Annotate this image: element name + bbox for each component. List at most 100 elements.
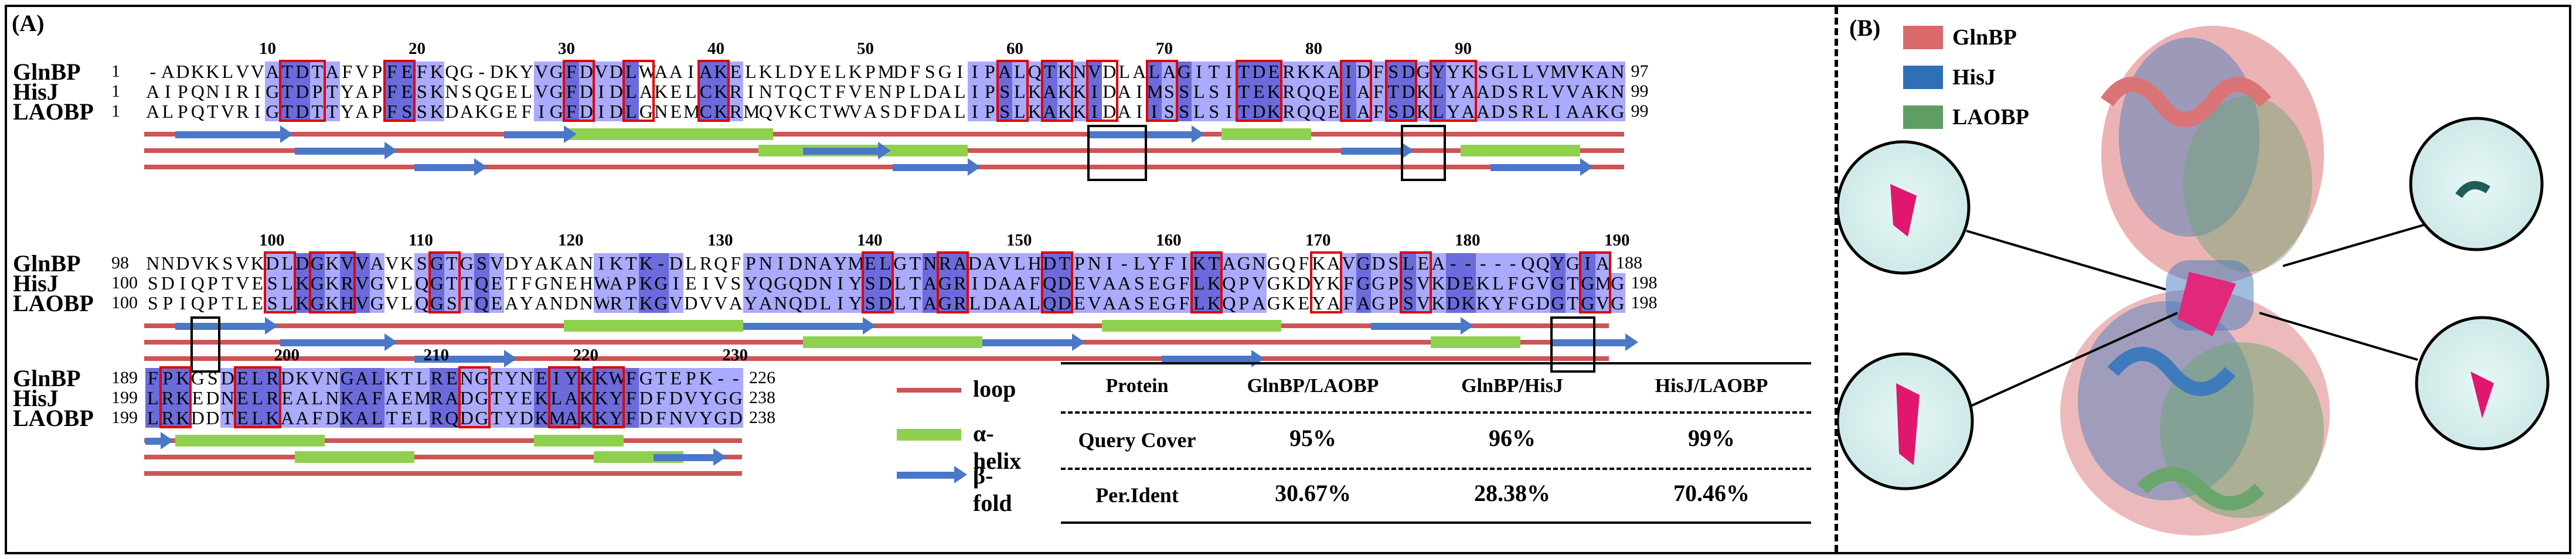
- helix-segment: [564, 128, 773, 140]
- figure-frame: [5, 5, 2571, 554]
- strand-arrow: [414, 158, 487, 176]
- loop-track: [144, 438, 742, 443]
- fold-legend-label: β-fold: [973, 462, 1012, 516]
- helix-segment: [1102, 320, 1281, 332]
- loop-track: [144, 323, 1609, 328]
- position-tick: 150: [1006, 231, 1032, 250]
- strand-arrow: [145, 432, 173, 449]
- table-header-col3: HisJ/LAOBP: [1655, 375, 1768, 397]
- sequence-name: LAOBP: [13, 290, 94, 316]
- glnbp-structure-label: GlnBP: [1952, 25, 2017, 50]
- conserved-residue-box: [428, 251, 461, 313]
- position-tick: 210: [423, 346, 450, 364]
- sequence-name: LAOBP: [13, 98, 94, 125]
- sequence-name: HisJ: [13, 79, 59, 105]
- strand-arrow: [295, 142, 397, 159]
- conserved-residue-box: [264, 251, 296, 313]
- conserved-residue-box: [1145, 60, 1178, 122]
- table-row-label: Query Cover: [1078, 428, 1196, 452]
- ribbon-structure: [2060, 26, 2330, 536]
- sequence-name: HisJ: [13, 270, 59, 296]
- fold-legend-swatch: [897, 466, 967, 483]
- strand-arrow: [743, 317, 876, 335]
- table-cell: 95%: [1289, 425, 1336, 451]
- sequence-end-number: 238: [749, 388, 775, 407]
- conserved-residue-box: [593, 366, 625, 428]
- table-header-col2: GlnBP/HisJ: [1461, 375, 1563, 397]
- helix-legend-label: α-helix: [973, 420, 1022, 474]
- position-tick: 220: [573, 346, 599, 364]
- conserved-residue-box: [1400, 251, 1432, 313]
- sequence-start-number: 1: [111, 81, 120, 101]
- conserved-residue-box: [862, 251, 894, 313]
- loop-legend-label: loop: [973, 376, 1016, 402]
- helix-segment: [564, 320, 743, 332]
- sequence-end-number: 198: [1631, 293, 1658, 312]
- position-tick: 80: [1305, 39, 1322, 58]
- conserved-residue-box: [458, 366, 491, 428]
- region-highlight-box: [1087, 125, 1147, 181]
- conserved-residue-box: [1235, 60, 1282, 122]
- sequence-start-number: 189: [111, 368, 138, 387]
- helix-legend-swatch: [897, 429, 961, 441]
- helix-segment: [803, 336, 982, 348]
- position-tick: 110: [409, 231, 433, 250]
- conserved-residue-box: [1310, 251, 1342, 313]
- table-header-protein: Protein: [1105, 375, 1169, 397]
- panel-b-label: (B): [1849, 15, 1881, 41]
- loop-legend-swatch: [897, 388, 961, 393]
- strand-arrow: [1371, 317, 1474, 335]
- strand-arrow: [1491, 158, 1593, 176]
- helix-segment: [175, 435, 325, 446]
- strand-arrow: [893, 158, 981, 176]
- loop-track: [144, 455, 742, 459]
- position-tick: 130: [707, 231, 733, 250]
- sequence-start-number: 100: [111, 293, 138, 312]
- zoom-bubble-bottom-right: [2259, 312, 2550, 451]
- conserved-residue-box: [996, 60, 1029, 122]
- position-tick: 140: [857, 231, 883, 250]
- strand-arrow: [1550, 333, 1638, 351]
- sequence-name: GlnBP: [13, 59, 81, 85]
- helix-segment: [1221, 128, 1311, 140]
- helix-segment: [295, 451, 414, 463]
- helix-segment: [1461, 145, 1580, 156]
- loop-track: [144, 165, 1624, 169]
- position-tick: 60: [1006, 39, 1023, 58]
- conserved-residue-box: [1190, 251, 1223, 313]
- position-tick: 170: [1305, 231, 1331, 250]
- table-cell: 28.38%: [1474, 480, 1550, 506]
- region-highlight-box: [1550, 316, 1595, 373]
- table-cell: 99%: [1688, 425, 1735, 451]
- sequence-end-number: 188: [1616, 253, 1642, 272]
- conserved-residue-box: [234, 366, 281, 428]
- sequence-end-number: 198: [1631, 273, 1658, 292]
- strand-arrow: [175, 317, 278, 335]
- sequence-name: HisJ: [13, 385, 59, 411]
- strand-arrow: [414, 350, 517, 367]
- sequence-name: GlnBP: [13, 250, 81, 277]
- conserved-residue-box: [308, 251, 356, 313]
- strand-arrow: [175, 125, 293, 143]
- region-highlight-box: [190, 316, 220, 373]
- conserved-residue-box: [278, 60, 326, 122]
- conserved-residue-box: [936, 251, 969, 313]
- conserved-residue-box: [622, 60, 655, 122]
- table-row-label: Per.Ident: [1095, 483, 1179, 507]
- conserved-residue-box: [547, 366, 580, 428]
- sequence-end-number: 226: [749, 368, 775, 387]
- sequence-start-number: 199: [111, 408, 138, 427]
- loop-track: [144, 132, 1624, 137]
- position-tick: 90: [1455, 39, 1472, 58]
- protein-structure-overlay: GlnBP HisJ LAOBP: [1837, 25, 2550, 536]
- helix-segment: [534, 435, 624, 446]
- strand-arrow: [504, 125, 577, 143]
- loop-track: [144, 471, 742, 476]
- position-tick: 30: [558, 39, 575, 58]
